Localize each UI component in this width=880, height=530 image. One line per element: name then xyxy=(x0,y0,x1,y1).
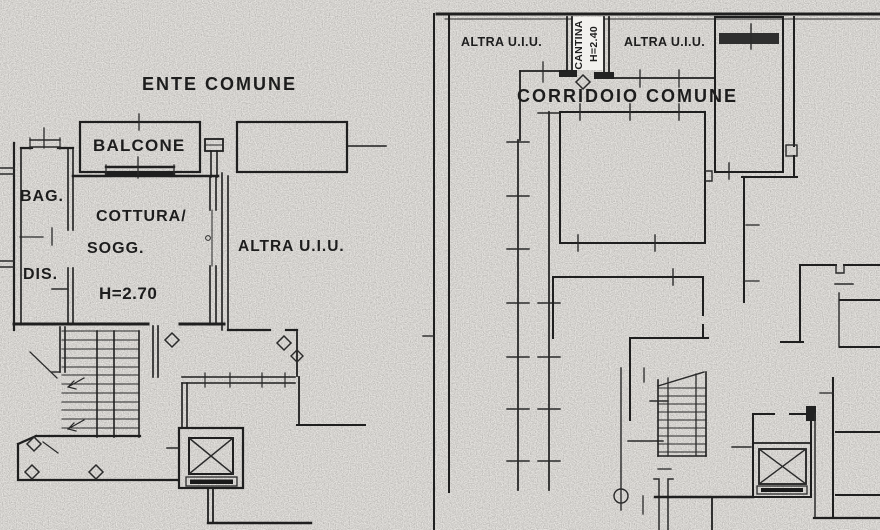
label-h270: H=2.70 xyxy=(99,284,158,303)
label-altra-uiu-right-2: ALTRA U.I.U. xyxy=(624,35,706,49)
label-dis: DIS. xyxy=(23,266,59,283)
apartment-walls xyxy=(0,127,366,429)
left-shaft xyxy=(422,13,450,530)
label-balcone: BALCONE xyxy=(93,136,186,155)
label-bag: BAG. xyxy=(20,188,64,205)
balcony-1 xyxy=(78,113,202,179)
staircase-right xyxy=(613,337,755,530)
label-cottura: COTTURA/ xyxy=(96,208,187,225)
balcony-2 xyxy=(235,120,387,174)
label-corridoio-comune: CORRIDOIO COMUNE xyxy=(517,86,738,106)
elevator-right xyxy=(649,400,816,498)
cantina-box xyxy=(559,16,614,91)
room-a xyxy=(714,16,798,178)
room-block-1 xyxy=(559,103,730,252)
bottom-right-rooms xyxy=(812,377,880,520)
mid-walls xyxy=(741,176,798,303)
landing-left xyxy=(16,331,304,482)
label-cantina: CANTINA xyxy=(573,20,585,70)
elevator-left xyxy=(166,426,313,525)
left-plan-drawing xyxy=(0,113,387,525)
cellar-corridor xyxy=(506,111,561,491)
room-b xyxy=(780,264,880,348)
label-cantina-height: H=2.40 xyxy=(588,26,600,62)
staircase-left xyxy=(29,326,140,438)
balcony-door xyxy=(204,138,224,178)
right-plan-drawing xyxy=(422,12,880,530)
label-sogg: SOGG. xyxy=(87,240,145,257)
label-altra-uiu-left-plan: ALTRA U.I.U. xyxy=(238,238,345,255)
label-altra-uiu-right-1: ALTRA U.I.U. xyxy=(461,35,543,49)
label-ente-comune: ENTE COMUNE xyxy=(142,74,298,94)
corridor-walls xyxy=(519,61,716,141)
room-block-2 xyxy=(552,268,709,339)
